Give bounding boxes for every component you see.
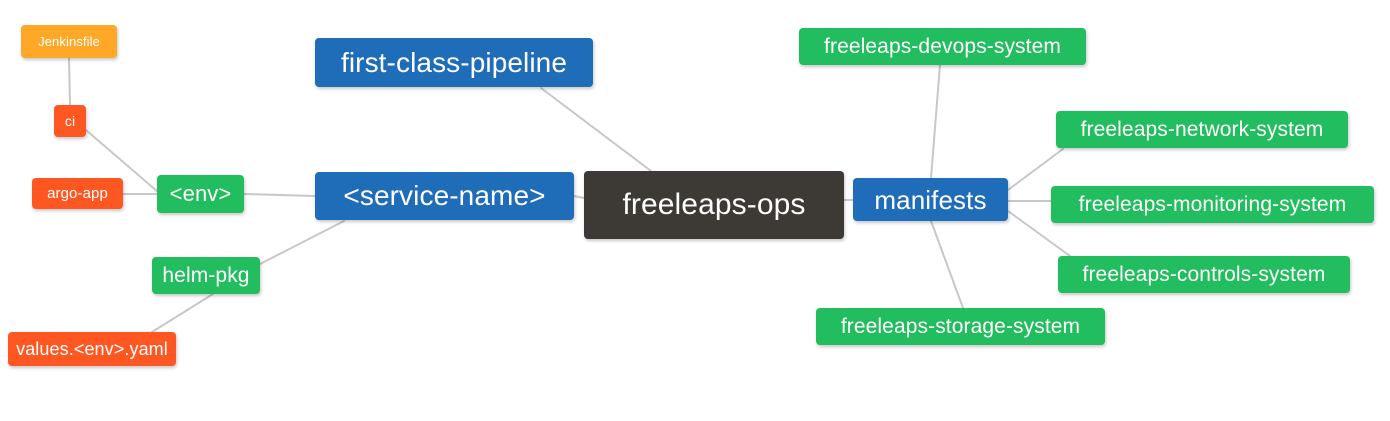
edge-jenkinsfile-to-ci — [68, 57, 71, 106]
edge-env-to-service-name — [243, 193, 316, 197]
node-label-freeleaps-controls-system: freeleaps-controls-system — [1082, 263, 1326, 286]
node-label-freeleaps-storage-system: freeleaps-storage-system — [840, 315, 1081, 338]
node-freeleaps-storage-system[interactable]: freeleaps-storage-system — [816, 308, 1105, 345]
edge-helm-pkg-to-service-name — [259, 220, 345, 265]
edge-first-class-pipeline-to-freeleaps-ops — [540, 87, 652, 172]
node-argo-app[interactable]: argo-app — [32, 178, 123, 209]
edge-manifests-to-freeleaps-network-system — [1007, 148, 1064, 191]
node-label-service-name: <service-name> — [343, 180, 546, 211]
edge-service-name-to-freeleaps-ops — [573, 195, 585, 199]
edge-values-env-yaml-to-helm-pkg — [151, 293, 214, 333]
node-label-freeleaps-ops: freeleaps-ops — [622, 188, 806, 221]
node-env[interactable]: <env> — [157, 175, 244, 213]
node-values-env-yaml[interactable]: values.<env>.yaml — [8, 332, 176, 366]
node-first-class-pipeline[interactable]: first-class-pipeline — [315, 38, 593, 87]
node-label-freeleaps-monitoring-system: freeleaps-monitoring-system — [1078, 193, 1347, 216]
node-freeleaps-monitoring-system[interactable]: freeleaps-monitoring-system — [1051, 186, 1374, 223]
node-jenkinsfile[interactable]: Jenkinsfile — [21, 25, 117, 58]
edge-manifests-to-freeleaps-storage-system — [930, 220, 964, 309]
node-service-name[interactable]: <service-name> — [315, 172, 574, 220]
node-ci[interactable]: ci — [54, 105, 86, 137]
node-label-manifests: manifests — [874, 184, 987, 215]
node-freeleaps-devops-system[interactable]: freeleaps-devops-system — [799, 28, 1086, 65]
node-label-ci: ci — [64, 113, 76, 129]
node-label-jenkinsfile: Jenkinsfile — [38, 34, 100, 49]
node-freeleaps-controls-system[interactable]: freeleaps-controls-system — [1058, 256, 1350, 293]
edge-freeleaps-devops-system-to-manifests — [930, 64, 941, 179]
node-label-values-env-yaml: values.<env>.yaml — [16, 339, 168, 359]
node-freeleaps-ops[interactable]: freeleaps-ops — [584, 171, 844, 239]
node-label-first-class-pipeline: first-class-pipeline — [340, 46, 568, 78]
node-label-freeleaps-devops-system: freeleaps-devops-system — [824, 35, 1061, 58]
node-manifests[interactable]: manifests — [853, 178, 1008, 221]
node-label-freeleaps-network-system: freeleaps-network-system — [1080, 118, 1324, 141]
node-label-helm-pkg: helm-pkg — [162, 264, 250, 287]
node-label-env: <env> — [169, 181, 232, 206]
node-freeleaps-network-system[interactable]: freeleaps-network-system — [1056, 111, 1348, 148]
node-label-argo-app: argo-app — [47, 185, 108, 202]
node-helm-pkg[interactable]: helm-pkg — [152, 257, 260, 294]
